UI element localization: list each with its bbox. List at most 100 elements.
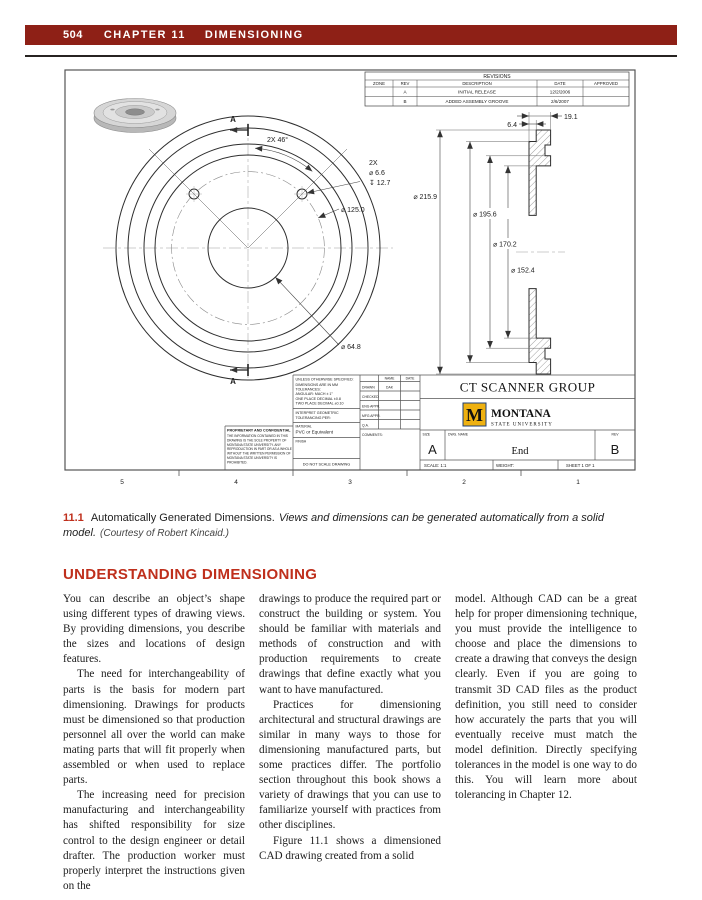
paragraph: model. Although CAD can be a great help … bbox=[455, 593, 637, 802]
dim-d3-label: ⌀ 170.2 bbox=[493, 242, 517, 249]
msu-logo bbox=[462, 402, 487, 427]
rev-b-date: 2/6/2007 bbox=[551, 99, 569, 104]
body-column-3: model. Although CAD can be a great help … bbox=[455, 592, 637, 894]
tb-size-label: SIZE bbox=[423, 433, 431, 437]
tb-rev-label: REV bbox=[612, 433, 620, 437]
tb-prop-line: THE INFORMATION CONTAINED IN THIS bbox=[227, 434, 288, 438]
tb-tol1: DIMENSIONS ARE IN MM bbox=[296, 383, 339, 387]
tb-unless: UNLESS OTHERWISE SPECIFIED: bbox=[296, 378, 354, 382]
tb-size-value: A bbox=[428, 442, 437, 457]
tb-no-scale: DO NOT SCALE DRAWING bbox=[303, 463, 351, 467]
tolerance-notes: UNLESS OTHERWISE SPECIFIED: DIMENSIONS A… bbox=[296, 378, 354, 467]
tb-material-label: MATERIAL bbox=[296, 425, 312, 429]
tb-name-header: NAME bbox=[385, 377, 396, 381]
front-view: A A 2X 46° 2X ⌀ 6.6 ↧ 12.7 bbox=[103, 115, 393, 386]
msu-logo-letter: M bbox=[466, 405, 483, 425]
tb-interpret2: TOLERANCING PER: bbox=[296, 416, 331, 420]
approval-grid: NAME DATE DRAWN CHECKED ENG APPR. MFG AP… bbox=[362, 377, 415, 438]
body-columns: You can describe an object’s shape using… bbox=[63, 592, 639, 894]
rev-col-approved: APPROVED bbox=[594, 81, 618, 86]
dim-step-label: 6.4 bbox=[507, 122, 517, 129]
body-column-1: You can describe an object’s shape using… bbox=[63, 592, 245, 894]
center-hole-dimension: ⌀ 64.8 bbox=[275, 276, 361, 351]
body-column-2: drawings to produce the required part or… bbox=[259, 592, 441, 894]
dim-angle-label: 2X 46° bbox=[267, 136, 288, 144]
zone-label: 5 bbox=[120, 479, 124, 486]
dim-width-label: 19.1 bbox=[564, 114, 578, 121]
tb-row-drawn: DRAWN bbox=[362, 386, 375, 390]
paragraph: You can describe an object’s shape using… bbox=[63, 593, 245, 666]
rev-b-description: ADDED ASSEMBLY GROOVE bbox=[446, 99, 509, 104]
tb-prop-line: REPRODUCTION IN PART OR AS A WHOLE bbox=[227, 447, 292, 451]
paragraph: Figure 11.1 shows a dimensioned CAD draw… bbox=[259, 834, 441, 862]
proprietary-note: PROPRIETARY AND CONFIDENTIAL THE INFORMA… bbox=[227, 429, 292, 465]
rev-a-date: 12/2/2006 bbox=[550, 90, 571, 95]
tb-interpret1: INTERPRET GEOMETRIC bbox=[296, 411, 339, 415]
zone-label: 4 bbox=[234, 479, 238, 486]
bolt-circle bbox=[171, 171, 325, 325]
section-label-top: A bbox=[230, 115, 236, 124]
tb-dwg-name: End bbox=[512, 446, 530, 457]
dim-d2-label: ⌀ 195.6 bbox=[473, 212, 497, 219]
tb-drawn-name: DAK bbox=[386, 386, 394, 390]
bolt-circle-dimension: ⌀ 125.0 bbox=[318, 207, 365, 219]
cad-drawing: 5 4 3 2 1 REVISIONS bbox=[64, 69, 636, 486]
rev-col-description: DESCRIPTION bbox=[462, 81, 491, 86]
caption-title: Automatically Generated Dimensions. bbox=[90, 512, 275, 524]
section-view: ⌀ 215.9 ⌀ 195.6 ⌀ 170.2 ⌀ 152.4 19.1 6.4 bbox=[413, 112, 578, 375]
angle-dimension: 2X 46° bbox=[148, 136, 348, 249]
zone-label: 1 bbox=[576, 479, 580, 486]
dim-d4-label: ⌀ 152.4 bbox=[511, 268, 535, 275]
msu-wordmark: MONTANA bbox=[491, 408, 552, 420]
zone-label: 2 bbox=[462, 479, 466, 486]
rev-col-zone: ZONE bbox=[373, 81, 385, 86]
tb-dwg-label: DWG. NAME bbox=[448, 433, 469, 437]
rev-a-description: INITIAL RELEASE bbox=[458, 90, 496, 95]
caption-number: 11.1 bbox=[63, 512, 84, 524]
chapter-title: DIMENSIONING bbox=[204, 29, 304, 41]
tb-row-mfgappr: MFG APPR. bbox=[362, 414, 381, 418]
company-block: CT SCANNER GROUP M MONTANA STATE UNIVERS… bbox=[423, 380, 620, 468]
msu-wordmark-sub: STATE UNIVERSITY bbox=[491, 423, 553, 428]
dim-center-hole-label: ⌀ 64.8 bbox=[341, 344, 361, 351]
tb-tol5: TWO PLACE DECIMAL ±0.10 bbox=[296, 401, 344, 405]
tb-prop-line: PROHIBITED. bbox=[227, 460, 247, 464]
figure-11-1-drawing: 5 4 3 2 1 REVISIONS bbox=[63, 68, 639, 490]
tb-tol4: ONE PLACE DECIMAL ±0.8 bbox=[296, 397, 341, 401]
section-label-bottom: A bbox=[230, 377, 236, 386]
caption-credit: (Courtesy of Robert Kincaid.) bbox=[100, 528, 229, 539]
tb-date-header: DATE bbox=[406, 377, 416, 381]
page-number: 504 bbox=[63, 29, 83, 41]
rev-a-letter: A bbox=[403, 90, 407, 95]
tb-tol3: ANGULAR: MACH ± 1° bbox=[296, 392, 334, 396]
rev-b-letter: B bbox=[403, 99, 406, 104]
dim-holes-depth: ↧ 12.7 bbox=[369, 180, 391, 187]
paragraph: The increasing need for precision manufa… bbox=[63, 789, 245, 892]
paragraph: Practices for dimensioning architectural… bbox=[259, 698, 441, 832]
dim-holes-qty: 2X bbox=[369, 160, 378, 167]
revisions-table: REVISIONS ZONE REV DESCRIPTION DATE APPR… bbox=[364, 71, 630, 107]
tb-row-engappr: ENG APPR. bbox=[362, 405, 380, 409]
tb-row-qa: Q.A. bbox=[362, 424, 369, 428]
tb-prop-line: MONTANA STATE UNIVERSITY IS bbox=[227, 456, 277, 460]
tb-prop-line: DRAWING IS THE SOLE PROPERTY OF bbox=[227, 438, 286, 442]
section-heading: UNDERSTANDING DIMENSIONING bbox=[63, 566, 318, 583]
tb-rev-value: B bbox=[611, 442, 620, 457]
paragraph: The need for interchangeability of parts… bbox=[63, 668, 245, 787]
tb-material-value: PVC or Equivalent bbox=[296, 430, 334, 435]
dim-bolt-circle-label: ⌀ 125.0 bbox=[341, 207, 365, 214]
iso-view-thumbnail bbox=[93, 98, 177, 133]
rev-col-rev: REV bbox=[401, 81, 410, 86]
rev-col-date: DATE bbox=[554, 81, 565, 86]
tb-finish-label: FINISH bbox=[296, 440, 307, 444]
tb-prop-title: PROPRIETARY AND CONFIDENTIAL bbox=[227, 429, 291, 433]
tb-row-comments: COMMENTS: bbox=[362, 433, 383, 437]
tb-prop-line: MONTANA STATE UNIVERSITY. ANY bbox=[227, 443, 282, 447]
hole-callout: 2X ⌀ 6.6 ↧ 12.7 bbox=[306, 160, 391, 195]
tb-weight: WEIGHT: bbox=[496, 463, 514, 468]
dim-od-label: ⌀ 215.9 bbox=[413, 194, 437, 201]
chapter-header-bar: 504 CHAPTER 11 DIMENSIONING bbox=[25, 25, 677, 45]
zone-label: 3 bbox=[348, 479, 352, 486]
header-divider bbox=[25, 55, 677, 57]
